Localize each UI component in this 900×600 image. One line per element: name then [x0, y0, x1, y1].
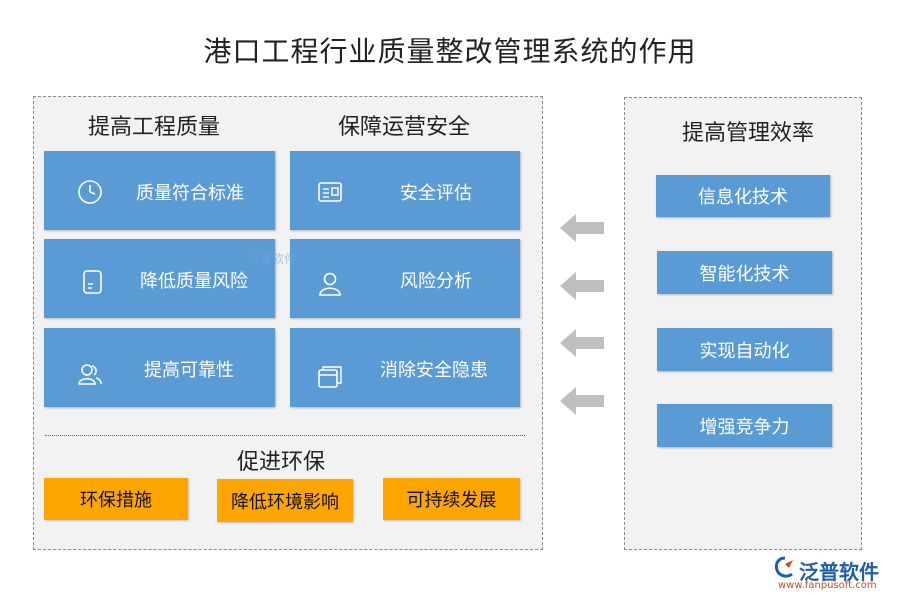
brand-logo: 泛普软件 www.fanpusoft.com [770, 552, 894, 596]
logo-name: 泛普软件 [799, 560, 879, 584]
tile-label: 安全评估 [400, 183, 472, 204]
page-title: 港口工程行业质量整改管理系统的作用 [203, 35, 697, 68]
window-icon [318, 366, 342, 388]
logo-url: www.fanpusoft.com [778, 580, 877, 591]
tile-label: 风险分析 [400, 271, 472, 292]
intelligent-tech-box: 智能化技术 [657, 251, 832, 294]
tile-label: 质量符合标准 [136, 183, 244, 204]
watermark: 泛普软件 [248, 252, 297, 266]
right-panel [624, 97, 862, 550]
col2-heading: 保障运营安全 [338, 115, 471, 140]
env-measures-box: 环保措施 [44, 478, 188, 520]
tile-reduce-quality-risk: 降低质量风险 [44, 239, 275, 318]
arrow-left-icon [560, 214, 604, 242]
logo-mark-icon [774, 556, 793, 578]
tile-eliminate-hazards: 消除安全隐患 [290, 328, 520, 407]
arrow-left-icon [560, 387, 604, 415]
arrow-left-icon [560, 272, 604, 300]
id-card-icon [318, 182, 342, 202]
tile-improve-reliability: 提高可靠性 [44, 328, 275, 407]
bottom-heading: 促进环保 [237, 450, 326, 475]
user-icon [319, 272, 341, 296]
sustainable-development-box: 可持续发展 [383, 478, 520, 520]
competitiveness-box: 增强竞争力 [657, 404, 832, 447]
col1-heading: 提高工程质量 [88, 115, 221, 140]
right-heading: 提高管理效率 [682, 121, 815, 146]
info-tech-box: 信息化技术 [656, 175, 830, 217]
tile-label: 消除安全隐患 [380, 360, 488, 381]
automation-box: 实现自动化 [657, 328, 832, 371]
tile-risk-analysis: 风险分析 [290, 239, 520, 318]
reduce-env-impact-box: 降低环境影响 [217, 479, 353, 522]
document-icon [83, 270, 102, 294]
clock-icon [78, 180, 102, 204]
tile-quality-standard: 质量符合标准 [44, 151, 275, 230]
tile-label: 提高可靠性 [144, 360, 234, 381]
divider [45, 435, 525, 436]
users-icon [78, 364, 102, 385]
tile-safety-assessment: 安全评估 [290, 151, 520, 230]
tile-label: 降低质量风险 [140, 271, 248, 292]
arrow-left-icon [560, 329, 604, 357]
